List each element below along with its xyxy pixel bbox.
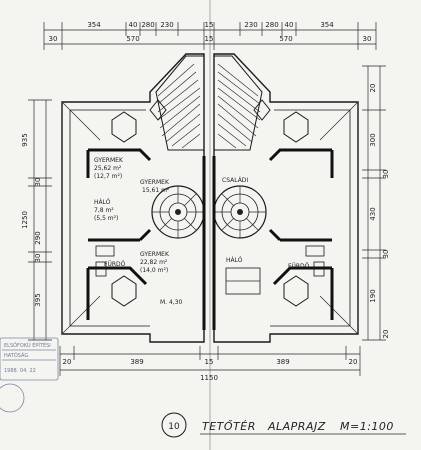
room-label-left-5: GYERMEK [140,251,170,258]
dim-left-5: 30 [34,254,42,263]
title-word-2: ALAPRAJZ [267,420,326,433]
dim-top-5: 15 [205,21,214,29]
dim-top2-4: 570 [279,35,292,43]
left-dimension-chain: 935 30 1250 290 30 395 [21,99,52,341]
dim-top2-5: 30 [363,35,372,43]
room-label-left-4: FÜRDŐ [104,261,126,268]
dim-right-1: 20 [369,84,377,93]
dim-left-3: 1250 [21,211,29,229]
dim-top2-3: 15 [205,35,214,43]
dim-bottom-1: 20 [63,358,72,366]
title-word-1: TETŐTÉR [202,419,256,433]
dim-bottom-total: 1150 [200,374,218,382]
roof-windows [111,99,309,307]
authority-stamp: ELSŐFOKÚ ÉPÍTÉSI HATÓSÁG 1988. 04. 22 [0,337,59,413]
title-block: 10 TETŐTÉR ALAPRAJZ M=1:100 [161,412,406,438]
dim-right-3: 30 [382,170,390,179]
room-label-left-2: GYERMEK [140,179,170,186]
spiral-staircase-right [213,185,267,239]
right-dimension-chain: 20 300 30 430 30 190 20 [362,65,390,341]
dim-bottom-5: 20 [349,358,358,366]
dim-top-1: 354 [87,21,101,29]
room-area-left-1: 25,62 m² [94,165,122,172]
dim-left-1: 935 [21,133,29,146]
stamp-line-2: HATÓSÁG [4,352,28,359]
room-extra-left-3: (5,5 m²) [94,215,118,222]
dim-bottom-4: 389 [276,358,289,366]
room-label-right-3: FÜRDŐ [288,263,310,270]
dim-top2-2: 570 [126,35,139,43]
room-area-left-2: 15,61 m² [142,187,170,194]
stamp-date: 1988. 04. 22 [4,368,36,374]
dim-right-5: 30 [382,250,390,259]
dim-bottom-2: 389 [130,358,143,366]
room-label-right-1: CSALÁDI [222,177,248,184]
dim-top2-1: 30 [49,35,58,43]
dim-right-2: 300 [369,133,377,146]
dim-top-6: 230 [244,21,257,29]
room-label-right-2: HÁLÓ [226,257,243,264]
dim-right-7: 20 [382,330,390,339]
bottom-dimension-chain: 20 389 15 389 20 1150 [59,346,361,382]
dim-top-2: 40 [129,21,138,29]
interior-walls [86,148,334,330]
room-extra-left-1: (12,7 m²) [94,173,122,180]
dim-right-4: 430 [369,207,377,220]
dim-top-9: 354 [320,21,334,29]
room-extra-left-5: (14,0 m²) [140,267,168,274]
room-area-left-5: 22,82 m² [140,259,168,266]
dormer-hatching [155,55,263,151]
dim-bottom-3: 15 [205,358,214,366]
stamp-line-1: ELSŐFOKÚ ÉPÍTÉSI [4,341,51,349]
level-mark: M. 4,30 [160,299,183,306]
room-labels: GYERMEK 25,62 m² (12,7 m²) GYERMEK 15,61… [94,157,310,306]
dim-left-2: 30 [34,178,42,187]
room-label-left-3: HÁLÓ [94,199,111,206]
top-dimension-chain: 354 40 280 230 15 230 280 40 354 30 570 … [43,21,377,50]
sheet-number-circle [161,412,187,438]
dim-top-8: 40 [285,21,294,29]
sheet-number: 10 [168,422,180,432]
dim-top-4: 230 [160,21,173,29]
dim-top-3: 280 [141,21,154,29]
scale-label: M=1:100 [340,420,394,433]
dim-right-6: 190 [369,289,377,302]
dim-left-4: 290 [34,231,42,244]
dim-left-6: 395 [34,293,42,306]
dim-top-7: 280 [265,21,278,29]
room-area-left-3: 7,8 m² [94,207,114,214]
room-label-left-1: GYERMEK [94,157,124,164]
